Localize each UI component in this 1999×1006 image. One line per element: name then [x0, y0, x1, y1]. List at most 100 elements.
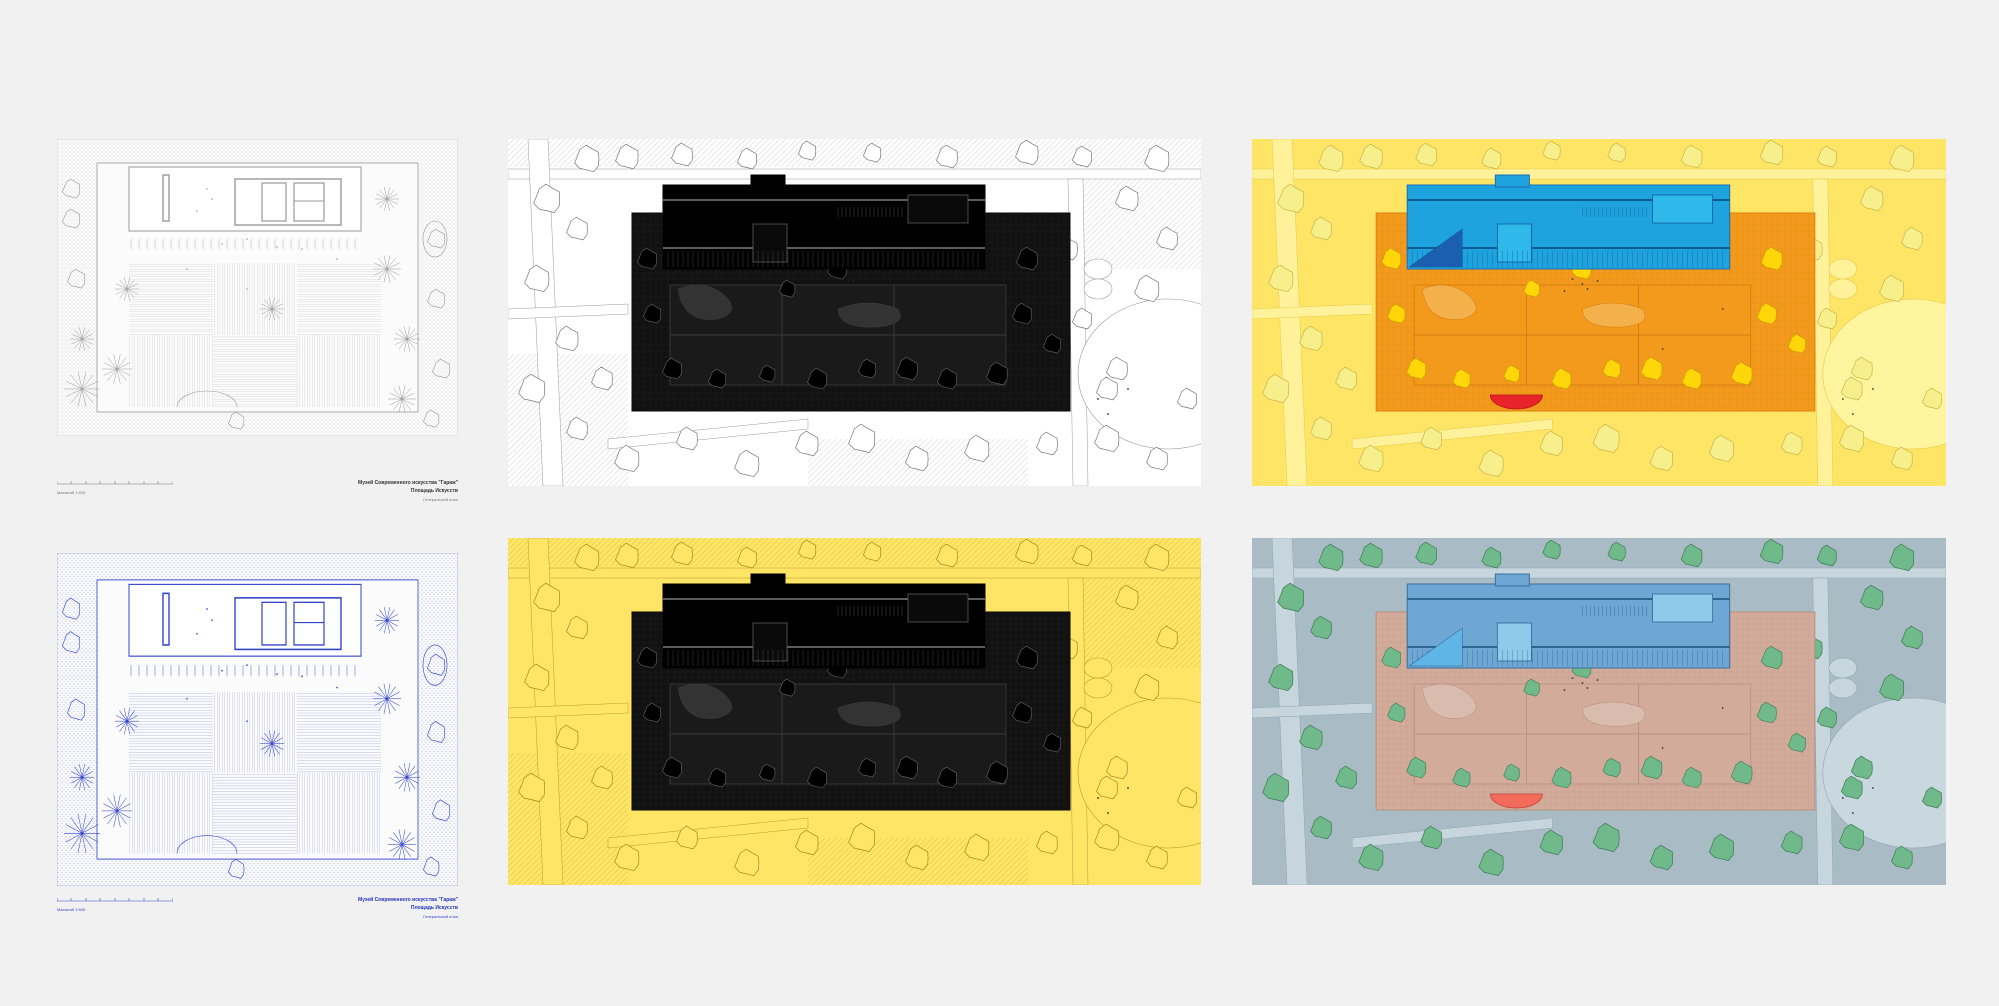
tree-icon [1922, 786, 1942, 809]
tree-icon [1420, 426, 1443, 451]
person-marker [1871, 388, 1874, 390]
tree-icon [566, 615, 588, 640]
gray-caption: Масштаб 1:500 Музей Современного искусст… [57, 480, 458, 506]
tree-icon [1787, 333, 1806, 354]
tree-icon [615, 542, 639, 569]
tree-icon [574, 543, 600, 572]
blue-site-plan [57, 553, 458, 886]
round-bench [1083, 657, 1113, 679]
facade-mullions [667, 606, 979, 666]
museum-title: Музей Современного искусства "Гараж" [358, 480, 458, 486]
scale-bar-blue [57, 898, 173, 902]
tree-icon [1310, 416, 1332, 441]
tree-icon [662, 357, 682, 380]
blue-site-plan-drawing [57, 553, 458, 886]
gray-site-plan-drawing [57, 139, 458, 436]
tree-icon [1036, 830, 1058, 855]
pond-shape [837, 701, 901, 727]
paving-panel [893, 284, 1007, 336]
oval-lawn [1822, 697, 1946, 849]
roof-skylight [1652, 593, 1714, 623]
tree-icon [614, 444, 640, 473]
square-subtitle: Площадь Искусств [410, 488, 458, 494]
tree-icon [228, 411, 245, 430]
tree-icon [1277, 582, 1305, 612]
tree-icon [1134, 673, 1160, 702]
person-marker [276, 673, 278, 675]
tree-icon [1860, 185, 1884, 212]
tree-icon [1299, 325, 1323, 352]
dotted-border [57, 579, 97, 860]
tree-icon [1156, 625, 1178, 650]
tree-icon [643, 303, 662, 324]
inner-trees [637, 645, 1062, 789]
tree-icon [936, 543, 958, 568]
tree-icon [1756, 302, 1777, 325]
person-marker [1581, 283, 1584, 285]
tree-icon [1539, 430, 1563, 457]
tree-icon [1602, 757, 1621, 778]
tree-icon [779, 678, 796, 697]
palm-tree-icon [115, 708, 139, 735]
tree-icon [905, 844, 929, 871]
palm-tree-icon [394, 762, 420, 792]
tree-icon [1016, 246, 1038, 271]
tree-icon [432, 358, 451, 379]
tree-icon [62, 208, 81, 229]
palm-tree-icon [115, 277, 139, 301]
tree-icon [1268, 264, 1294, 293]
palm-tree-icon [388, 385, 416, 413]
tree-icon [1144, 543, 1170, 572]
tree-icon [1387, 702, 1406, 723]
tree-icon [1262, 373, 1290, 403]
palm-tree-icon [70, 764, 94, 791]
palm-tree-icon [64, 813, 100, 853]
inner-trees [1381, 246, 1806, 390]
stair-core [162, 174, 170, 222]
dotted-border [418, 579, 458, 860]
tree-icon [1115, 584, 1139, 611]
ramp [1408, 228, 1463, 268]
tree-icon [737, 147, 757, 170]
person-marker [917, 348, 919, 350]
tree-icon [1268, 663, 1294, 692]
facade-mullions [667, 207, 979, 267]
amphitheatre [176, 390, 238, 408]
tree-icon [1816, 544, 1837, 567]
tree-icon [848, 822, 876, 852]
person-marker [301, 248, 303, 250]
tree-icon [1156, 226, 1178, 251]
tree-icon [676, 426, 698, 451]
tree-icon [1759, 139, 1784, 166]
footpath [508, 168, 1201, 180]
tree-icon [1146, 845, 1168, 870]
tree-icon [795, 430, 819, 457]
tree-icon [62, 178, 81, 199]
scale-label-blue: Масштаб 1:500 [57, 907, 86, 912]
person-marker [819, 290, 821, 292]
tree-icon [518, 772, 546, 802]
tree-icon [1851, 356, 1873, 381]
round-bench [422, 220, 448, 258]
palm-tree-icon [70, 327, 94, 351]
tree-icon [1177, 387, 1197, 410]
tree-icon [1310, 216, 1332, 241]
person-marker [196, 632, 198, 635]
tree-icon [1420, 825, 1443, 850]
tree-icon [896, 755, 918, 780]
tree-icon [1681, 367, 1702, 390]
yellow-black-site-plan [508, 538, 1201, 885]
tree-icon [1889, 144, 1915, 173]
tree-icon [858, 358, 877, 379]
tree-icon [637, 247, 657, 270]
person-marker [1661, 747, 1664, 749]
person-marker [1097, 797, 1099, 799]
person-marker [1596, 280, 1599, 282]
tree-icon [1891, 845, 1913, 870]
pond-shape [1421, 683, 1477, 719]
tree-icon [1649, 844, 1674, 871]
stair-core [162, 592, 170, 646]
entrance-block [752, 622, 788, 662]
paving-panel [1525, 733, 1639, 785]
palm-tree-icon [375, 187, 399, 211]
